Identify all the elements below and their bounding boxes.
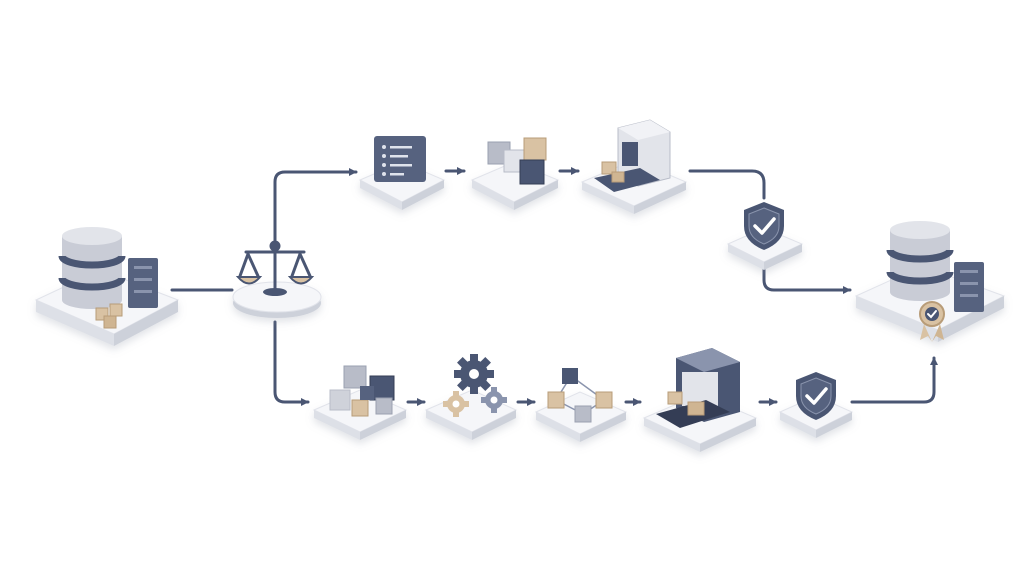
platform [232, 281, 322, 318]
target-database-node [854, 221, 1006, 342]
lower-cubes-node [312, 365, 408, 440]
conveyor-machine-icon [656, 348, 740, 428]
lower-conveyor-machine-node [642, 348, 758, 452]
boxes-icon [95, 303, 123, 329]
conveyor-machine-icon [594, 119, 671, 192]
connector-machine-to-shield [688, 169, 766, 200]
connector-scale-to-lower [273, 320, 310, 406]
database-icon [58, 227, 126, 309]
connector-scale-to-upper [273, 168, 358, 247]
database-icon [886, 221, 954, 301]
upper-conveyor-machine-node [580, 119, 688, 214]
cubes-icon [487, 137, 547, 185]
server-rack-icon [128, 258, 158, 308]
connectors [170, 167, 938, 406]
connector-lower-shield-to-target [850, 356, 938, 404]
list-document-icon [374, 136, 426, 182]
balance-scale-node [232, 234, 322, 318]
upper-cubes-node [470, 137, 560, 210]
upper-shield-node [726, 202, 804, 270]
upper-list-document-node [358, 136, 446, 210]
shield-check-icon [796, 372, 836, 420]
shield-check-icon [744, 202, 784, 250]
server-rack-icon [954, 262, 984, 312]
cubes-icon [329, 365, 395, 417]
lower-network-node [534, 368, 628, 442]
connector-shield-to-target [762, 266, 852, 294]
lower-gears-node [424, 354, 518, 440]
gears-icon [443, 354, 507, 417]
badge-icon [919, 301, 945, 342]
scale-icon [235, 234, 315, 296]
source-database-node [34, 227, 180, 346]
lower-shield-node [778, 372, 854, 438]
network-icon [547, 368, 613, 423]
